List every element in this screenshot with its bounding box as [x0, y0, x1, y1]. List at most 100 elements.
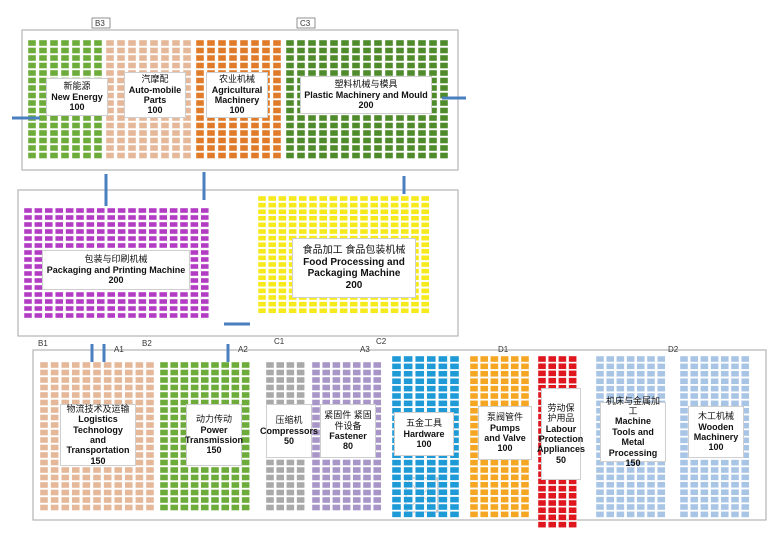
logistics-booth — [71, 474, 81, 481]
zone-en: Packaging and Printing Machine — [46, 264, 186, 275]
wooden-booth — [690, 466, 699, 474]
pumps-booth — [500, 503, 509, 511]
packaging-booth — [75, 235, 85, 242]
plastic-booth — [406, 129, 416, 137]
machine-tools-booth — [606, 378, 615, 385]
packaging-booth — [86, 235, 95, 242]
food-booth — [421, 275, 430, 281]
fastener-booth — [373, 376, 382, 384]
power-booth — [231, 369, 240, 376]
power-booth — [200, 504, 210, 511]
food-booth — [268, 308, 277, 314]
logistics-booth — [61, 376, 70, 384]
food-booth — [288, 222, 297, 228]
food-booth — [421, 228, 430, 235]
logistics-booth — [135, 361, 144, 369]
labour-booth — [568, 499, 577, 507]
packaging-booth — [148, 235, 158, 242]
new-energy-booth — [93, 62, 103, 69]
plastic-booth — [439, 114, 449, 122]
packaging-booth — [55, 228, 64, 235]
packaging-booth — [117, 214, 126, 221]
zone-zh: 新能源 — [63, 81, 91, 92]
logistics-booth — [113, 361, 123, 369]
hardware-booth — [426, 511, 436, 518]
plastic-booth — [373, 122, 383, 129]
packaging-booth — [138, 228, 147, 235]
pumps-booth — [480, 370, 489, 377]
plastic-booth — [428, 129, 438, 137]
plastic-booth — [417, 114, 427, 122]
logistics-booth — [92, 369, 102, 376]
plastic-booth — [329, 39, 339, 47]
logistics-booth — [124, 496, 134, 504]
labour-booth — [548, 521, 557, 528]
machine-tools-booth — [636, 370, 645, 377]
pumps-booth — [480, 459, 489, 466]
auto-parts-booth — [116, 62, 126, 69]
agri-booth — [250, 62, 260, 69]
packaging-booth — [44, 235, 53, 242]
pumps-booth — [520, 370, 530, 377]
plastic-booth — [296, 39, 306, 47]
compressors-booth — [286, 384, 295, 391]
wooden-booth — [730, 355, 740, 363]
pumps-booth — [469, 355, 479, 363]
logistics-booth — [50, 414, 59, 421]
agri-booth — [272, 122, 282, 129]
food-booth — [380, 215, 389, 222]
fastener-booth — [311, 361, 321, 369]
food-booth — [400, 195, 409, 202]
packaging-booth — [106, 312, 116, 319]
packaging-booth — [148, 305, 158, 312]
plastic-booth — [428, 54, 438, 62]
power-booth — [180, 391, 189, 399]
power-booth — [159, 391, 169, 399]
plastic-booth — [373, 152, 383, 159]
machine-tools-booth — [616, 481, 625, 488]
packaging-booth — [169, 312, 178, 319]
food-booth — [329, 308, 338, 314]
food-booth — [380, 208, 389, 215]
wooden-booth — [700, 370, 709, 377]
packaging-booth — [86, 298, 95, 305]
machine-tools-booth — [646, 370, 656, 377]
fastener-booth — [322, 391, 331, 399]
agri-booth — [272, 137, 282, 144]
wooden-booth — [679, 444, 689, 451]
new-energy-booth — [82, 122, 92, 129]
fastener-booth — [342, 474, 351, 481]
pumps-booth — [480, 481, 489, 488]
power-booth — [180, 474, 189, 481]
hardware-booth — [403, 474, 413, 481]
logistics-booth — [39, 444, 49, 451]
machine-tools-booth — [606, 503, 615, 511]
packaging-booth — [75, 242, 85, 249]
wooden-booth — [741, 355, 750, 363]
agri-booth — [261, 144, 271, 152]
packaging-booth — [34, 242, 43, 249]
pumps-booth — [480, 511, 489, 518]
pumps-booth — [500, 489, 509, 496]
packaging-booth — [127, 214, 137, 221]
plastic-booth — [307, 54, 317, 62]
pumps-booth — [490, 489, 499, 496]
power-booth — [210, 384, 220, 391]
gate-c2: C2 — [376, 337, 387, 346]
packaging-booth — [96, 235, 106, 242]
machine-tools-booth — [657, 385, 666, 392]
machine-tools-booth — [636, 481, 645, 488]
logistics-booth — [82, 361, 91, 369]
new-energy-booth — [38, 39, 48, 47]
packaging-booth — [179, 228, 189, 235]
plastic-booth — [417, 62, 427, 69]
food-booth — [257, 208, 267, 215]
food-booth — [288, 208, 297, 215]
packaging-booth — [200, 263, 210, 270]
machine-tools-booth — [595, 503, 605, 511]
power-booth — [241, 399, 250, 406]
new-energy-booth — [38, 69, 48, 77]
packaging-booth — [23, 235, 33, 242]
plastic-booth — [406, 114, 416, 122]
packaging-booth — [75, 207, 85, 214]
